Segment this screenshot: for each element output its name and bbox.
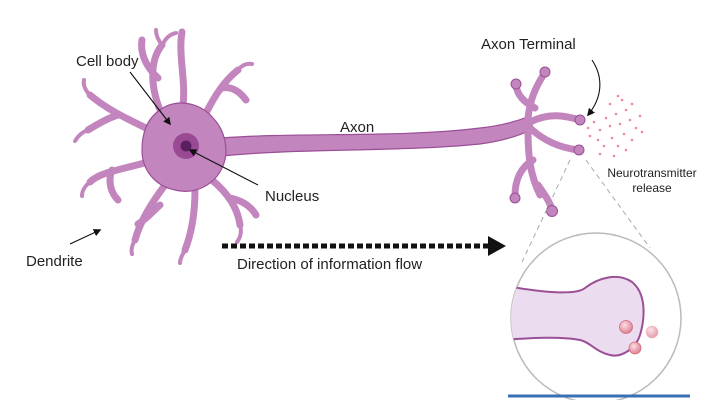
dendrites (84, 28, 260, 254)
label-neurotransmitter: Neurotransmitter (607, 166, 696, 180)
label-axon: Axon (340, 119, 374, 136)
synapse-zoom (508, 232, 690, 400)
label-direction: Direction of information flow (237, 256, 422, 273)
axon-terminal-branches (511, 70, 584, 214)
direction-arrow (222, 236, 506, 256)
annotation-arrows (69, 59, 601, 245)
label-nucleus: Nucleus (265, 188, 319, 205)
synapse-terminal (511, 275, 645, 357)
label-axon-terminal: Axon Terminal (481, 36, 576, 53)
vesicle (619, 320, 633, 334)
neuron (73, 28, 586, 265)
vesicle (645, 325, 659, 339)
zoom-guide-lines (521, 159, 651, 263)
dendrites-thin (73, 28, 254, 265)
vesicle (628, 341, 642, 355)
nucleus-inner (180, 140, 192, 152)
label-cell-body: Cell body (76, 53, 139, 70)
label-dendrite: Dendrite (26, 253, 83, 270)
axon-terminal-knobs (509, 66, 586, 217)
label-neurotransmitter-release: release (632, 181, 672, 195)
axon-shaft (221, 115, 534, 157)
neurotransmitter-particles (586, 94, 644, 158)
